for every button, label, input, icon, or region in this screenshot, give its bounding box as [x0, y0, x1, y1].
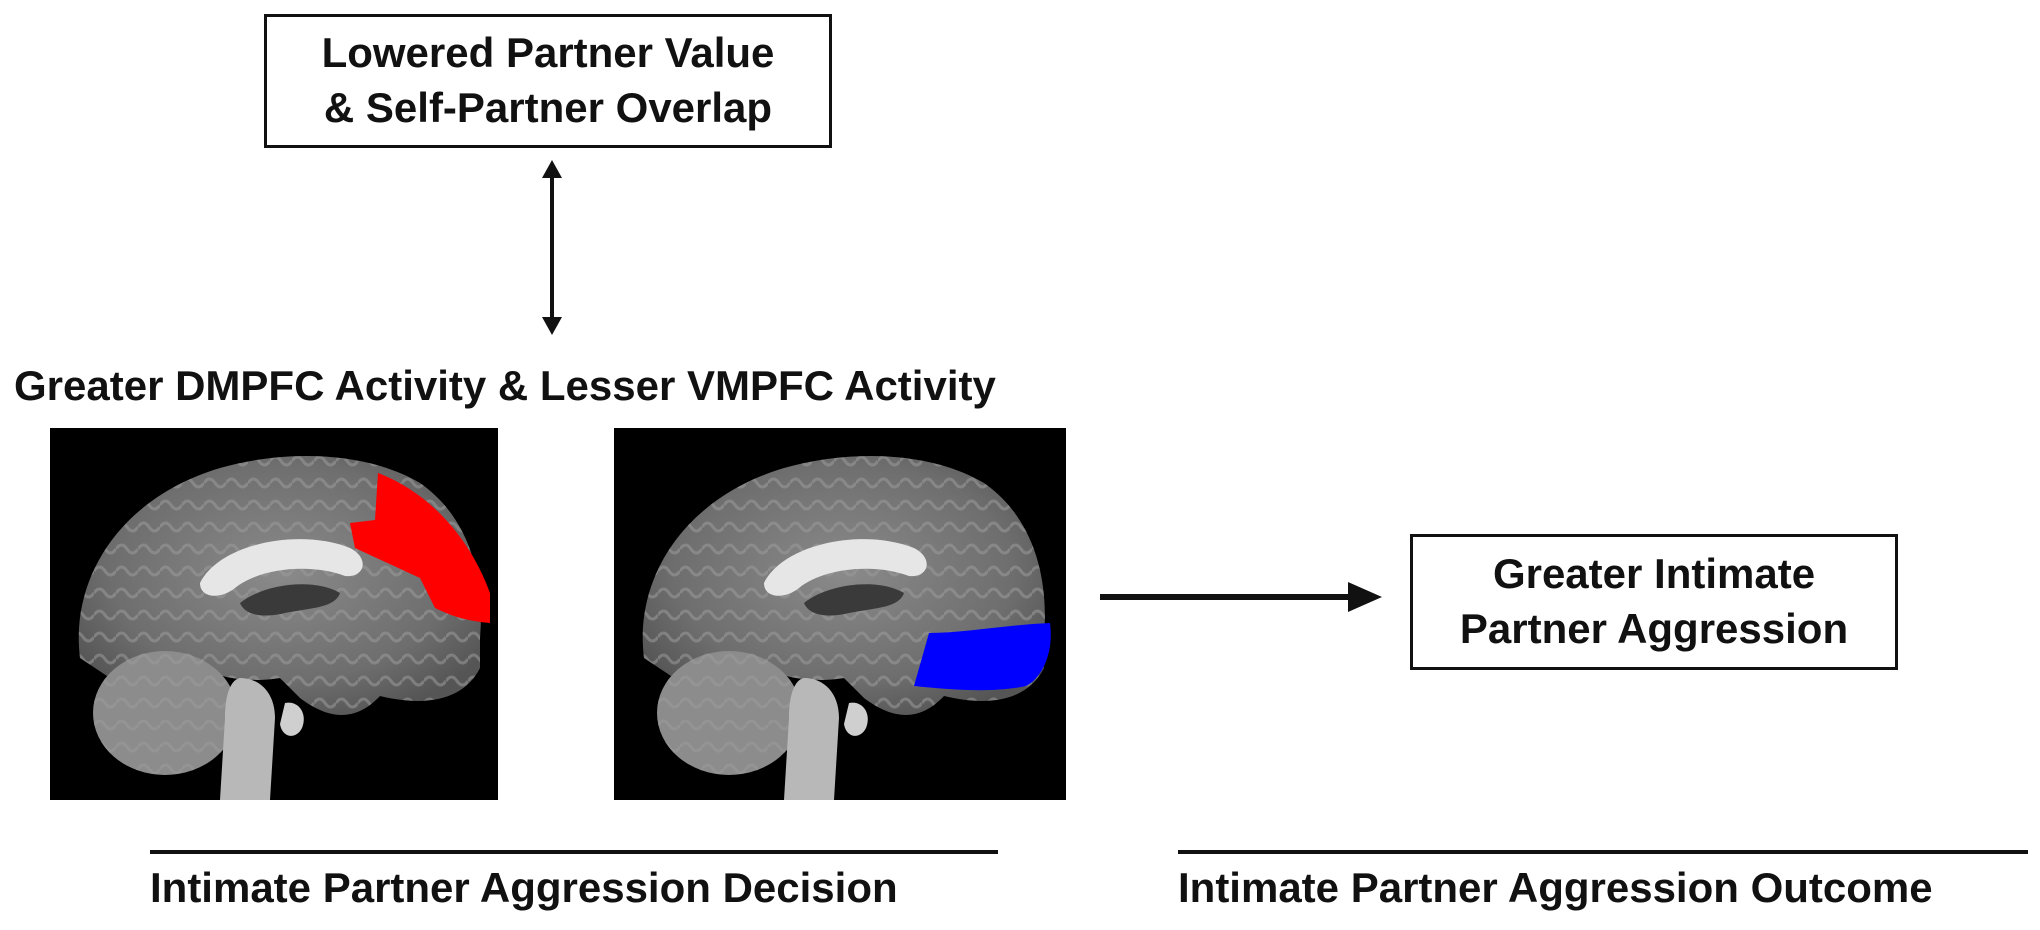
forward-arrow	[1100, 582, 1382, 612]
outcome-label: Intimate Partner Aggression Outcome	[1178, 864, 1933, 911]
decision-divider	[150, 850, 998, 854]
decision-label: Intimate Partner Aggression Decision	[150, 864, 898, 911]
outcome-divider	[1178, 850, 2028, 854]
vmpfc-highlight	[914, 623, 1051, 691]
partner-value-line-1: Lowered Partner Value	[321, 29, 775, 77]
outcome-line-2: Partner Aggression	[1459, 605, 1849, 652]
partner-value-line-2: & Self-Partner Overlap	[323, 84, 773, 131]
outcome-line-1: Greater Intimate	[1492, 550, 1816, 598]
dmpfc-highlight	[350, 473, 490, 623]
dmpfc-brain-image	[50, 428, 498, 800]
activity-title: Greater DMPFC Activity & Lesser VMPFC Ac…	[14, 362, 996, 409]
vmpfc-brain-image	[614, 428, 1066, 800]
bidirectional-arrow	[542, 160, 562, 335]
aggression-outcome-box: Greater Intimate Partner Aggression	[1410, 534, 1898, 670]
partner-value-box: Lowered Partner Value & Self-Partner Ove…	[264, 14, 832, 148]
